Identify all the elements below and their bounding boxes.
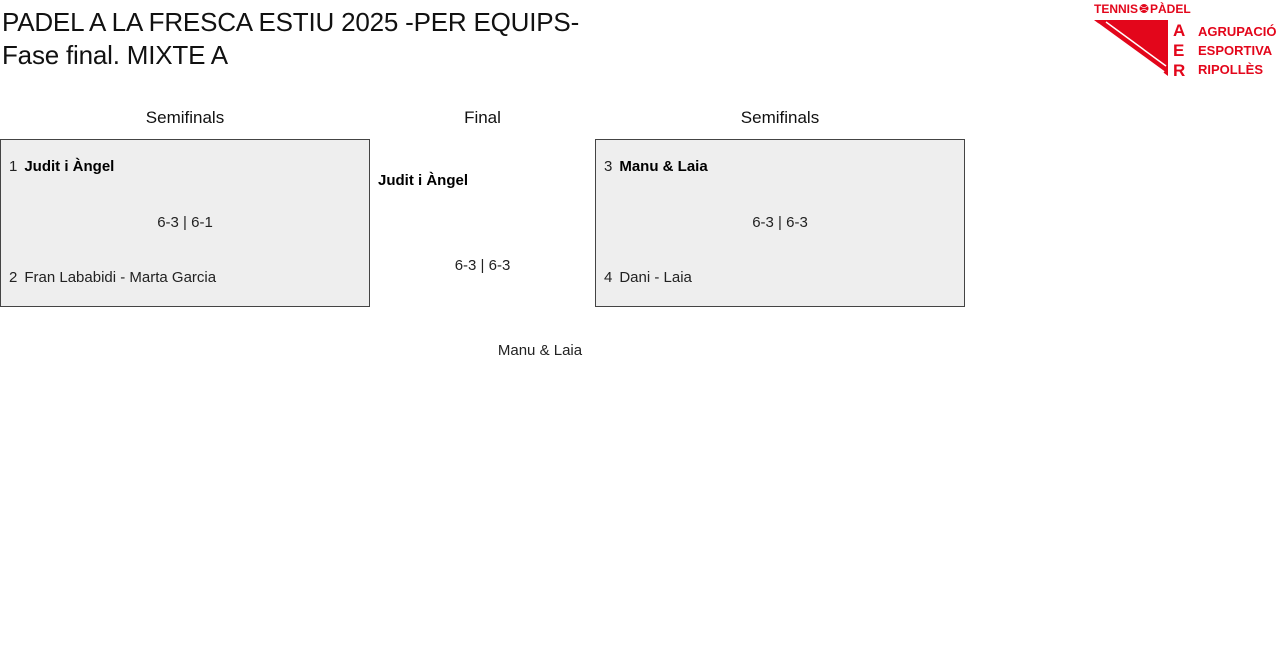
team-row-bottom: 4 Dani - Laia: [604, 268, 692, 288]
team-row-bottom: 2 Fran Lababidi - Marta Garcia: [9, 268, 216, 288]
final-score: 6-3 | 6-3: [454, 257, 511, 274]
title-line-1: PADEL A LA FRESCA ESTIU 2025 -PER EQUIPS…: [2, 7, 580, 37]
semifinal-left-match[interactable]: 1 Judit i Àngel 6-3 | 6-1 2 Fran Lababidi …: [0, 139, 370, 307]
team-name: Fran Lababidi - Marta Garcia: [24, 269, 217, 286]
team-row-top: 3 Manu & Laia: [604, 157, 708, 177]
logo-tennis-text: TENNIS: [1094, 2, 1138, 16]
team-name-winner: Judit i Àngel: [24, 158, 115, 175]
logo-triangle-icon: [1094, 20, 1168, 76]
seed-number: 1: [9, 158, 18, 175]
logo-letter-r: R: [1173, 61, 1185, 80]
final-runner-up-name: Manu & Laia: [497, 342, 583, 359]
round-label-semifinals-right: Semifinals: [740, 108, 820, 127]
logo-line-2: ESPORTIVA: [1198, 43, 1273, 58]
match-score: 6-3 | 6-3: [752, 214, 808, 231]
round-label-final: Final: [464, 108, 501, 127]
logo-letter-e: E: [1173, 41, 1184, 60]
final-winner-name: Judit i Àngel: [378, 172, 468, 189]
semifinal-right-match[interactable]: 3 Manu & Laia 6-3 | 6-3 4 Dani - Laia: [595, 139, 965, 307]
logo-letter-a: A: [1173, 21, 1185, 40]
ball-icon: [1139, 4, 1149, 13]
team-name-winner: Manu & Laia: [619, 158, 708, 175]
match-score: 6-3 | 6-1: [157, 214, 213, 231]
ball-seam-icon: [1140, 5, 1148, 12]
seed-number: 2: [9, 269, 18, 286]
round-label-semifinals-left: Semifinals: [145, 108, 225, 127]
team-row-top: 1 Judit i Àngel: [9, 157, 114, 177]
logo-line-1: AGRUPACIÓ: [1198, 24, 1276, 39]
page-title: PADEL A LA FRESCA ESTIU 2025 -PER EQUIPS…: [2, 6, 662, 72]
title-line-2: Fase final. MIXTE A: [2, 40, 228, 70]
logo-line-3: RIPOLLÈS: [1198, 62, 1263, 77]
club-logo: TENNIS PÀDEL A E R AGRUPACIÓ ESPORTIVA R…: [1094, 1, 1276, 80]
logo-padel-text: PÀDEL: [1150, 1, 1191, 16]
team-name: Dani - Laia: [619, 269, 692, 286]
seed-number: 3: [604, 158, 613, 175]
seed-number: 4: [604, 269, 613, 286]
